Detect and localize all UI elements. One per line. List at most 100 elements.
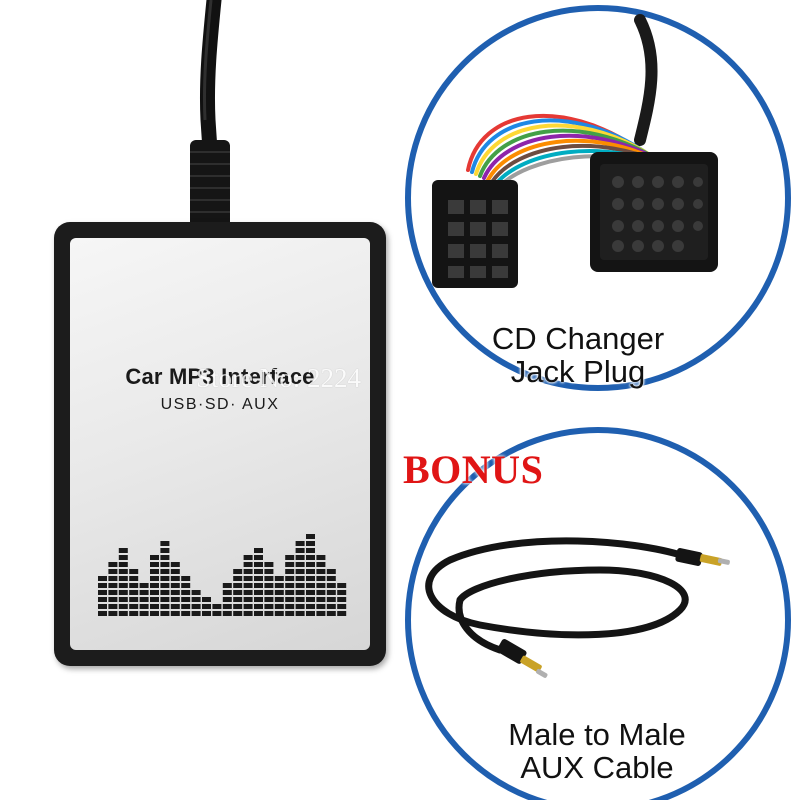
equalizer-segment [264,611,274,616]
equalizer-segment [295,583,305,588]
cd-changer-caption-line1: CD Changer [491,321,665,356]
equalizer-segment [222,604,232,609]
equalizer-segment [264,569,274,574]
aux-cable-caption-line1: Male to Male [508,717,686,752]
equalizer-segment [264,597,274,602]
equalizer-segment [118,548,128,553]
equalizer-segment [264,604,274,609]
equalizer-segment [108,569,118,574]
equalizer-segment [285,611,295,616]
equalizer-segment [326,576,336,581]
equalizer-segment [285,597,295,602]
equalizer-segment [285,590,295,595]
aux-cable-circle [405,427,791,800]
equalizer-segment [118,590,128,595]
equalizer-segment [129,597,139,602]
equalizer-segment [274,597,284,602]
equalizer-segment [337,583,347,588]
equalizer-segment [254,576,263,581]
equalizer-segment [285,562,295,567]
equalizer-segment [254,569,263,574]
device-face: Car MP3 Interface USB·SD· AUX [70,238,370,650]
equalizer-segment [181,597,191,602]
equalizer-segment [129,611,139,616]
equalizer-segment [295,597,305,602]
equalizer-segment [233,604,243,609]
equalizer-segment [243,583,253,588]
equalizer-segment [191,597,201,602]
equalizer-segment [118,562,128,567]
equalizer-segment [108,611,118,616]
equalizer-segment [181,590,191,595]
equalizer-segment [326,583,336,588]
equalizer-segment [191,590,201,595]
equalizer-segment [243,611,253,616]
equalizer-segment [254,590,263,595]
equalizer-segment [181,583,191,588]
cd-changer-circle [405,5,791,391]
equalizer-segment [254,562,263,567]
equalizer-segment [160,548,170,553]
equalizer-segment [139,604,149,609]
equalizer-segment [295,541,305,546]
equalizer-segment [170,569,180,574]
equalizer-segment [243,604,253,609]
equalizer-segment [139,597,149,602]
equalizer-segment [139,583,149,588]
equalizer-segment [306,604,315,609]
equalizer-segment [170,562,180,567]
store-watermark: Store No: 2224 [196,363,361,393]
equalizer-segment [139,611,149,616]
equalizer-segment [274,583,284,588]
equalizer-segment [326,604,336,609]
cd-changer-caption: CD Changer Jack Plug [452,322,704,388]
aux-cable-caption-line2: AUX Cable [520,750,674,785]
equalizer-segment [274,590,284,595]
equalizer-segment [98,583,107,588]
equalizer-segment [129,590,139,595]
equalizer-segment [222,597,232,602]
equalizer-segment [150,590,159,595]
equalizer-segment [306,548,315,553]
cd-changer-caption-line2: Jack Plug [510,354,646,389]
equalizer-segment [254,604,263,609]
equalizer-segment [316,569,326,574]
equalizer-segment [306,569,315,574]
equalizer-segment [160,562,170,567]
equalizer-segment [118,569,128,574]
equalizer-segment [118,576,128,581]
equalizer-segment [254,583,263,588]
equalizer-segment [181,576,191,581]
equalizer-segment [108,590,118,595]
equalizer-segment [170,604,180,609]
equalizer-segment [98,604,107,609]
equalizer-segment [264,590,274,595]
equalizer-segment [254,555,263,560]
equalizer-segment [98,590,107,595]
equalizer-segment [316,597,326,602]
equalizer-segment [233,576,243,581]
equalizer-segment [243,597,253,602]
equalizer-segment [264,562,274,567]
equalizer-segment [139,590,149,595]
equalizer-segment [337,611,347,616]
equalizer-segment [254,548,263,553]
equalizer-segment [316,590,326,595]
equalizer-segment [202,611,211,616]
equalizer-segment [160,611,170,616]
equalizer-segment [222,590,232,595]
equalizer-segment [285,583,295,588]
equalizer-segment [160,576,170,581]
equalizer-segment [337,597,347,602]
equalizer-segment [202,604,211,609]
equalizer-segment [243,590,253,595]
aux-cable-caption: Male to Male AUX Cable [462,718,732,784]
equalizer-segment [222,611,232,616]
equalizer-segment [191,604,201,609]
equalizer-segment [233,569,243,574]
equalizer-segment [243,562,253,567]
equalizer-segment [295,569,305,574]
equalizer-segment [129,576,139,581]
bonus-label: BONUS [403,447,544,492]
